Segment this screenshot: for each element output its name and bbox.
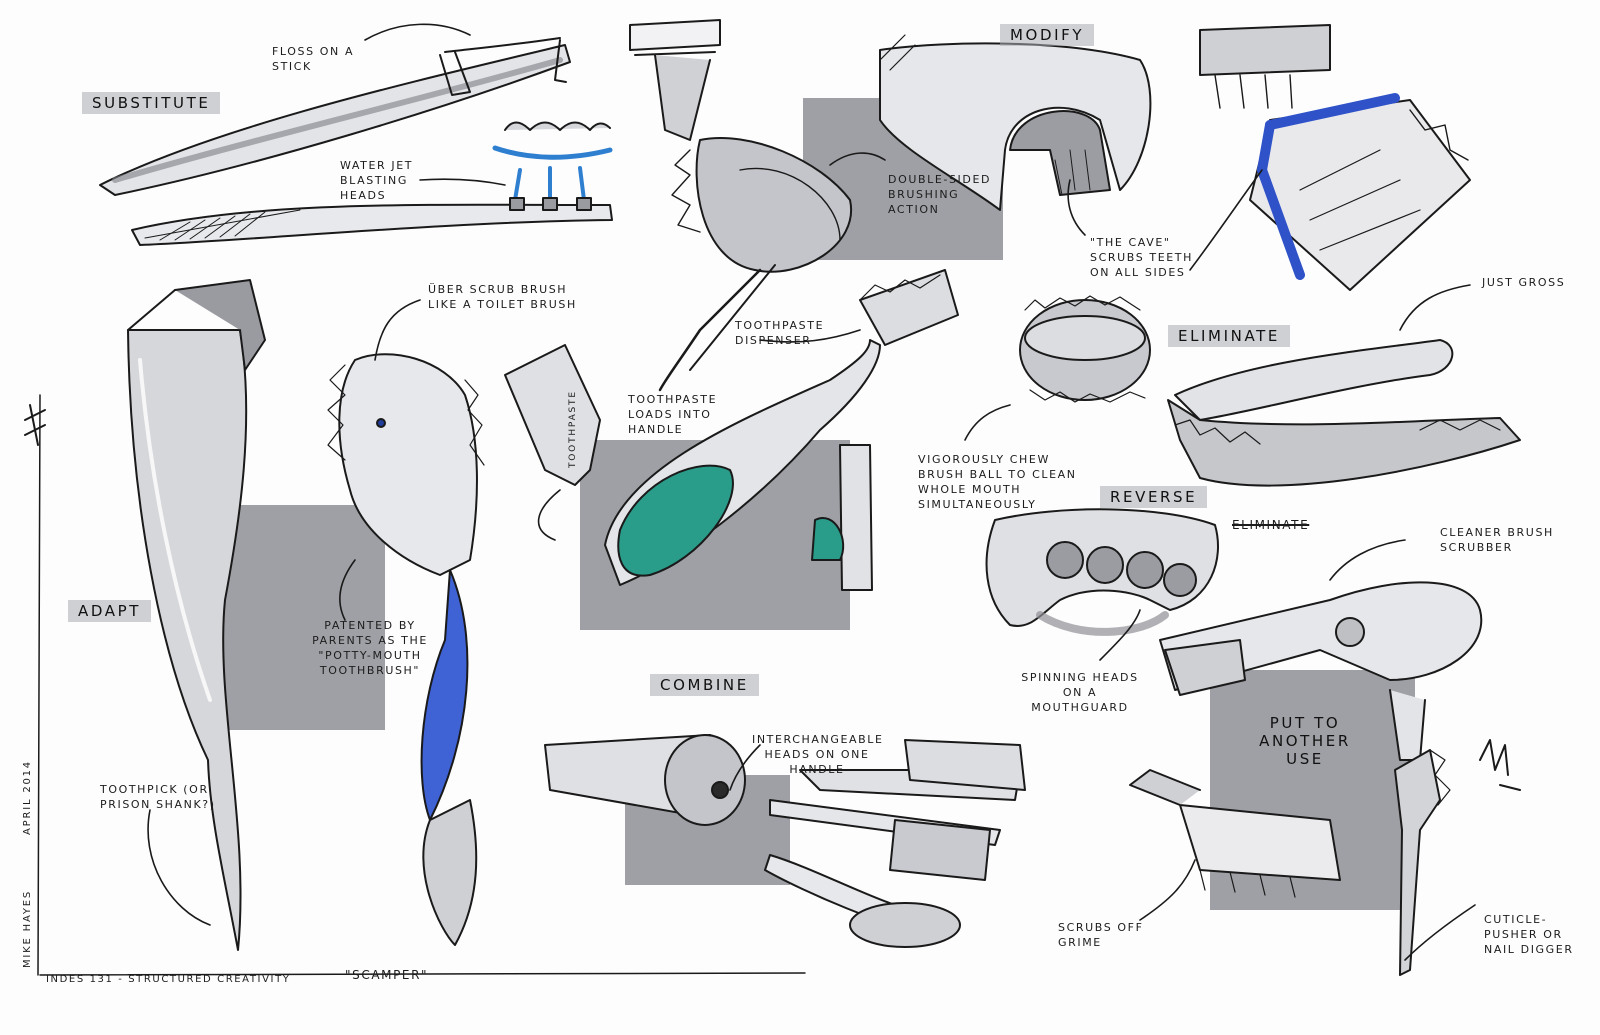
initials-mark [24,404,46,446]
annotation-just-gross: Just gross [1482,276,1566,289]
loads-arrow [537,489,561,541]
patented-arrow [339,559,356,621]
gross-brush-sketch [1167,339,1521,487]
cave-brush-sketch [879,34,1152,211]
annotation-chew-ball: Vigorously chew brush ball to clean whol… [918,453,1077,511]
blue-scrub-brush-sketch [1189,24,1471,291]
section-combine: Combine [650,674,759,696]
annotation-patented-by: Patented by parents as the "Potty-mouth … [312,619,428,677]
cuticle-arrow [1404,904,1476,961]
annotation-toothpick: Toothpick (or prison shank?) [100,783,216,811]
annotation-cuticle: Cuticle-pusher or nail digger [1484,913,1574,956]
mouthguard-sketch [985,508,1219,636]
annotation-spinning-heads: Spinning heads on a mouthguard [1021,671,1139,714]
annotation-the-cave: "The cave" scrubs teeth on all sides [1090,236,1193,279]
section-adapt: Adapt [68,600,152,622]
annotation-scrubs-grime: Scrubs off grime [1058,921,1144,949]
double-sided-arrow [829,152,886,166]
water-jet-arrow [419,178,506,186]
annotation-toothpaste-loads: Toothpaste loads into handle [628,393,718,436]
annotation-toothpaste-dispenser: Toothpaste dispenser [735,319,825,347]
potty-mouth-brush-sketch [327,353,485,946]
toothpaste-brush-sketch [504,269,959,630]
border-line-bottom [39,972,806,976]
toothpaste-tube-print: Toothpaste [568,390,578,468]
interchangeable-arrow [729,744,761,791]
annotation-cleaner-brush: Cleaner brush scrubber [1440,526,1554,554]
chew-ball-sketch [1019,295,1151,403]
artist-signature [1479,739,1521,791]
annotation-water-jet: Water jet blasting heads [340,159,414,202]
grime-arrow [1139,859,1196,921]
section-substitute: Substitute [82,92,221,114]
just-gross-arrow [1399,284,1471,331]
border-line-left [37,394,41,976]
section-eliminate: Eliminate [1168,325,1290,347]
author-name: Mike Hayes [22,890,33,968]
annotation-interchangeable: Interchangeable heads on one handle [752,733,884,776]
floss-stick-sketch [99,37,571,196]
course-title: INDES 131 - Structured Creativity [46,974,291,985]
interchangeable-handle-sketch [544,734,1026,948]
cleaner-brush-arrow [1329,539,1406,581]
dispenser-arrow [759,329,861,343]
annotation-double-sided: Double-sided brushing action [888,173,992,216]
cave-arrow [1067,179,1086,236]
toothpick-brush-sketch [127,279,385,951]
section-put-to-another-use: Put to Another Use [1259,714,1351,768]
annotation-uber-scrub: Über scrub brush like a toilet brush [428,283,577,311]
grime-scrubber-sketch [1129,769,1341,898]
spinning-arrow [1099,609,1141,661]
section-reverse: Reverse [1100,486,1208,508]
section-modify: Modify [1000,24,1095,46]
floss-arrow [364,23,471,41]
struck-eliminate-label: Eliminate [1232,518,1310,532]
cuticle-brush-sketch [1394,749,1451,976]
toothpick-arrow [147,809,211,926]
chew-ball-arrow [964,404,1011,441]
uber-brush-arrow [374,299,421,361]
annotation-floss-on-a-stick: Floss on a stick [272,45,355,73]
water-jet-brush-sketch [131,121,613,246]
method-name: "Scamper" [345,968,429,982]
sheet-date: April 2014 [22,760,33,835]
